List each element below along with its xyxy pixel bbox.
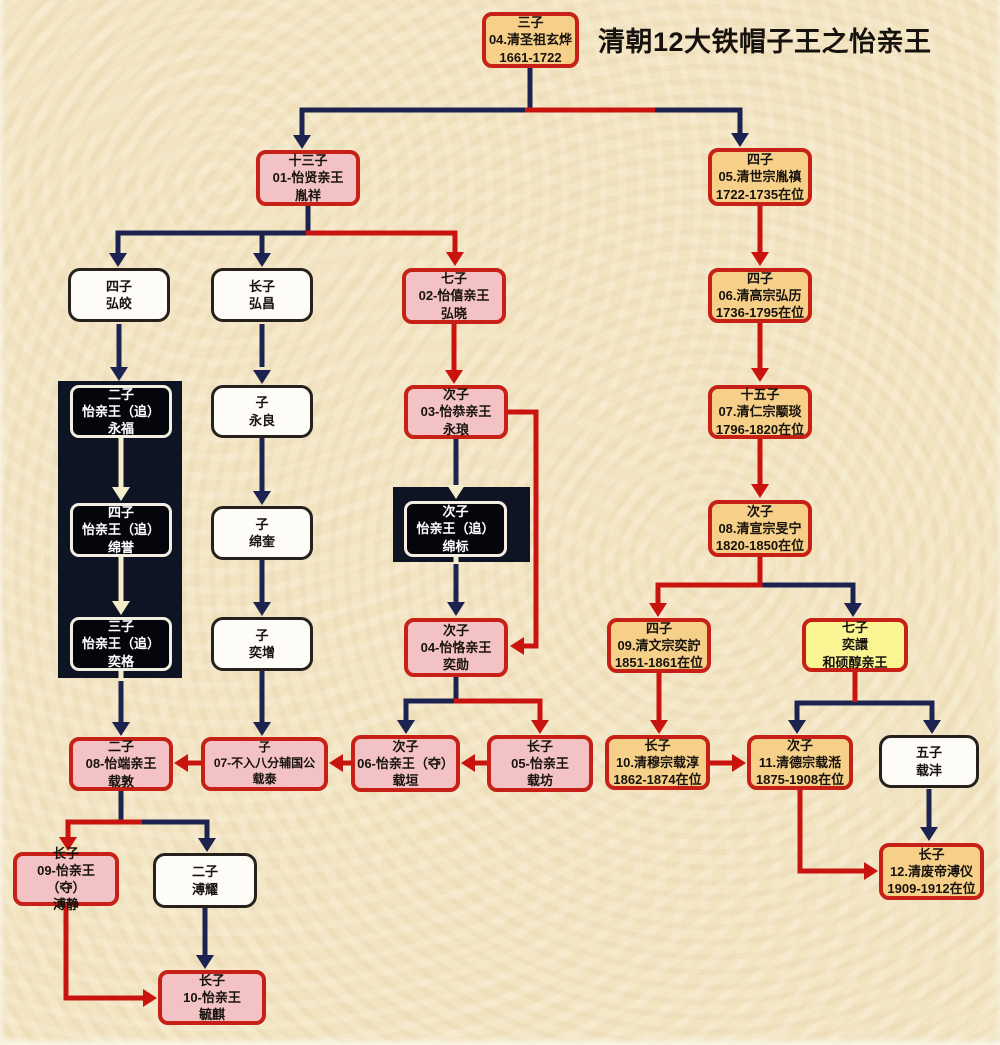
node-hongjiao-label: 四子 弘皎 (105, 278, 132, 311)
node-yizeng-label: 子 奕增 (248, 627, 275, 660)
node-yige-label: 三子 怡亲王（追） 奕格 (81, 619, 160, 669)
node-qianlong: 四子 06.清高宗弘历 1736-1795在位 (708, 268, 812, 323)
node-miankui: 子 绵奎 (211, 506, 313, 560)
node-hongchang-label: 长子 弘昌 (248, 278, 275, 311)
node-yongfu: 二子 怡亲王（追） 永福 (70, 385, 172, 438)
node-mianyu-label: 四子 怡亲王（追） 绵誉 (81, 505, 160, 555)
node-tongzhi: 长子 10.清穆宗载淳 1862-1874在位 (605, 735, 710, 790)
node-yongzheng: 四子 05.清世宗胤禛 1722-1735在位 (708, 148, 812, 206)
node-zaidun-label: 二子 08-怡端亲王 载敦 (85, 739, 157, 789)
diagram-title: 清朝12大铁帽子王之怡亲王 (598, 27, 932, 57)
node-pujing-label: 长子 09-怡亲王（夺） 溥静 (37, 845, 95, 913)
node-zaidun: 二子 08-怡端亲王 载敦 (69, 737, 173, 791)
node-yixun-label: 次子 04-怡恪亲王 奕勋 (420, 622, 492, 673)
node-yige: 三子 怡亲王（追） 奕格 (70, 617, 172, 671)
node-zaifang-label: 长子 05-怡亲王 载坊 (511, 738, 569, 789)
node-daoguang-label: 次子 08.清宣宗旻宁 1820-1850在位 (715, 503, 805, 554)
node-puyi: 长子 12.清废帝溥仪 1909-1912在位 (879, 843, 984, 900)
node-daoguang: 次子 08.清宣宗旻宁 1820-1850在位 (708, 500, 812, 557)
node-zaifeng: 五子 载沣 (879, 735, 979, 788)
node-yizeng: 子 奕增 (211, 617, 313, 671)
node-yuqi-label: 长子 10-怡亲王 毓麒 (183, 972, 241, 1023)
node-mianbiao-label: 次子 怡亲王（追） 绵标 (416, 504, 495, 554)
node-mianbiao: 次子 怡亲王（追） 绵标 (404, 501, 507, 557)
node-zaitai: 子 07-不入八分辅国公 载泰 (201, 737, 328, 791)
node-kangxi: 三子 04.清圣祖玄烨 1661-1722 (482, 12, 579, 68)
node-yongzheng-label: 四子 05.清世宗胤禛 1722-1735在位 (715, 152, 805, 202)
node-yixun: 次子 04-怡恪亲王 奕勋 (404, 618, 508, 677)
node-yinxiang-label: 十三子 01-怡贤亲王 胤祥 (272, 153, 344, 203)
node-hongchang: 长子 弘昌 (211, 268, 313, 322)
node-hongxiao: 七子 02-怡僖亲王 弘晓 (402, 268, 506, 324)
node-puyao-label: 二子 溥耀 (191, 864, 218, 897)
node-yonglang: 次子 03-怡恭亲王 永琅 (404, 385, 508, 439)
node-miankui-label: 子 绵奎 (248, 516, 275, 549)
node-puyao: 二子 溥耀 (153, 853, 257, 908)
node-hongxiao-label: 七子 02-怡僖亲王 弘晓 (418, 271, 490, 321)
node-mianyu: 四子 怡亲王（追） 绵誉 (70, 503, 172, 557)
node-xianfeng-label: 四子 09.清文宗奕詝 1851-1861在位 (614, 620, 704, 671)
node-pujing: 长子 09-怡亲王（夺） 溥静 (13, 846, 119, 912)
node-tongzhi-label: 长子 10.清穆宗载淳 1862-1874在位 (613, 737, 702, 788)
node-hongjiao: 四子 弘皎 (68, 268, 170, 322)
node-yonglang-label: 次子 03-怡恭亲王 永琅 (420, 387, 492, 437)
node-yongliang-label: 子 永良 (248, 395, 275, 428)
node-puyi-label: 长子 12.清废帝溥仪 1909-1912在位 (887, 846, 976, 897)
node-kangxi-label: 三子 04.清圣祖玄烨 1661-1722 (488, 15, 573, 65)
node-yongfu-label: 二子 怡亲王（追） 永福 (81, 386, 160, 437)
node-jiaqing: 十五子 07.清仁宗颙琰 1796-1820在位 (708, 385, 812, 439)
node-zaitai-label: 子 07-不入八分辅国公 载泰 (213, 740, 316, 786)
node-zaifeng-label: 五子 载沣 (915, 745, 942, 778)
node-guangxu-label: 次子 11.清德宗载湉 1875-1908在位 (755, 737, 845, 788)
node-yongliang: 子 永良 (211, 385, 313, 438)
node-zaiyuan: 次子 06-怡亲王（夺） 载垣 (351, 735, 460, 792)
node-yuqi: 长子 10-怡亲王 毓麒 (158, 970, 266, 1025)
node-yinxiang: 十三子 01-怡贤亲王 胤祥 (256, 150, 360, 206)
node-xianfeng: 四子 09.清文宗奕詝 1851-1861在位 (607, 618, 711, 673)
node-zaifang: 长子 05-怡亲王 载坊 (487, 735, 593, 792)
node-guangxu: 次子 11.清德宗载湉 1875-1908在位 (747, 735, 853, 790)
node-yixuan-label: 七子 奕譞 和硕醇亲王 (822, 620, 888, 670)
node-yixuan: 七子 奕譞 和硕醇亲王 (802, 618, 908, 672)
node-qianlong-label: 四子 06.清高宗弘历 1736-1795在位 (715, 270, 805, 321)
node-zaiyuan-label: 次子 06-怡亲王（夺） 载垣 (357, 738, 454, 789)
node-jiaqing-label: 十五子 07.清仁宗颙琰 1796-1820在位 (715, 387, 805, 437)
